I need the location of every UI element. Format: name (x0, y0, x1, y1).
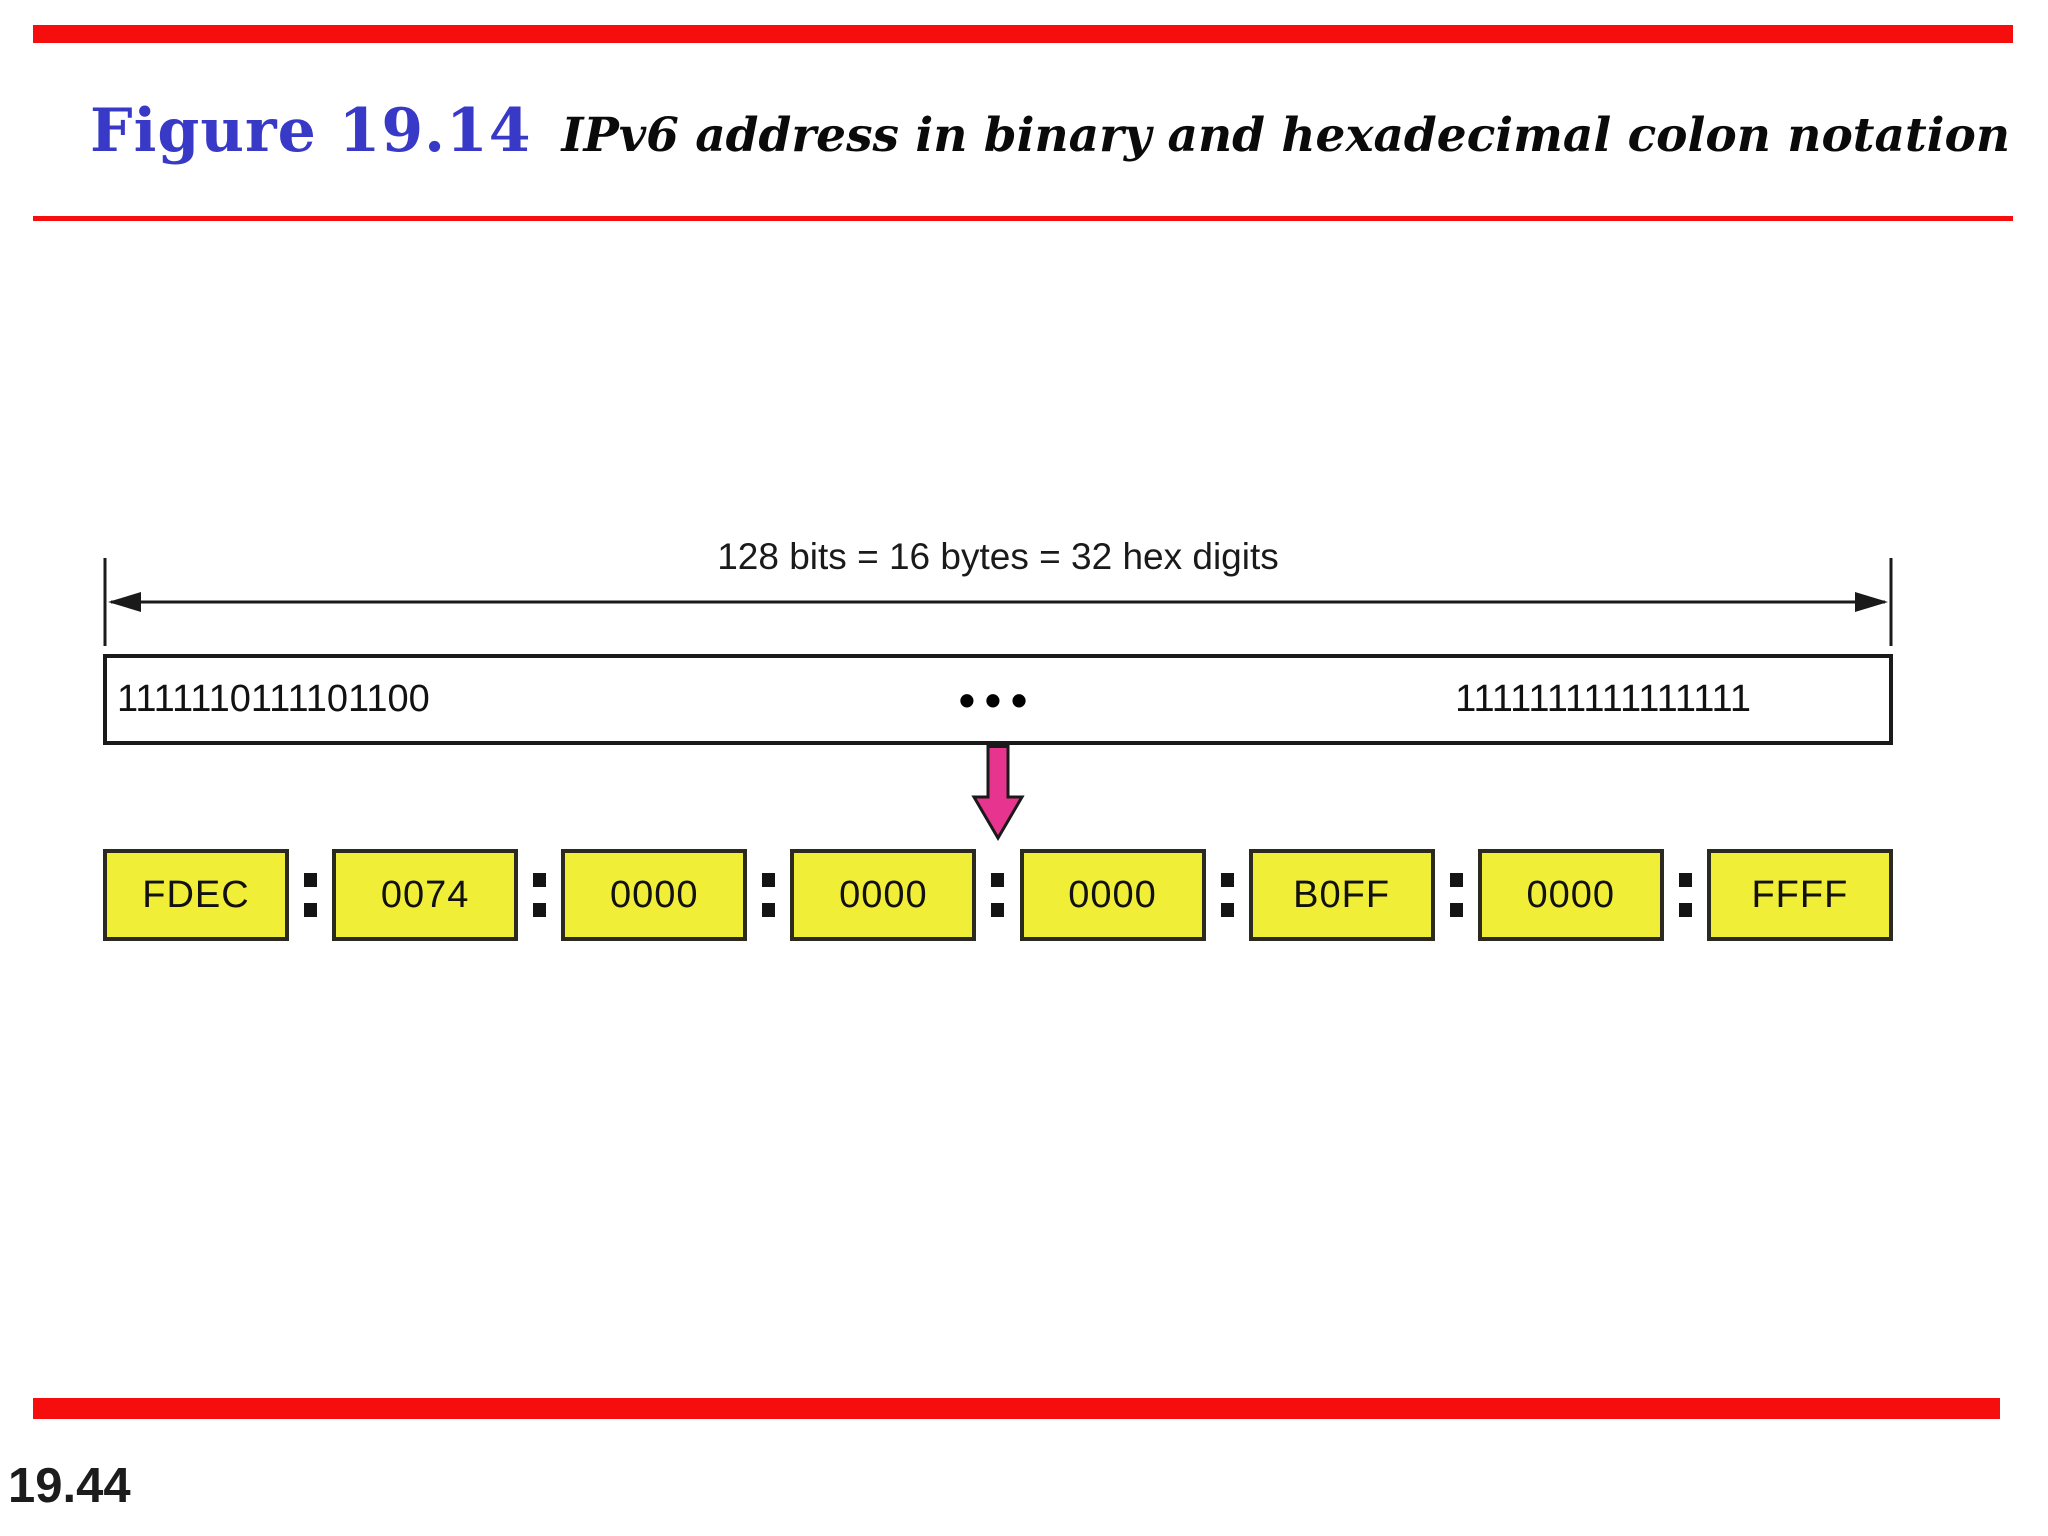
hex-group-box: FFFF (1706, 849, 1893, 941)
hex-group-box: 0000 (1019, 849, 1206, 941)
dimension-arrow (103, 558, 1893, 646)
figure-number: Figure 19.14 (90, 96, 532, 166)
figure-caption: Figure 19.14 IPv6 address in binary and … (90, 96, 2010, 166)
hex-group-box: B0FF (1248, 849, 1435, 941)
binary-address-box: 1111110111101100 ••• 1111111111111111 (103, 654, 1893, 745)
hex-group-box: 0000 (561, 849, 748, 941)
binary-left-bits: 1111110111101100 (117, 678, 430, 720)
colon-separator (533, 873, 547, 917)
page-number: 19.44 (8, 1459, 131, 1513)
colon-separator (1449, 873, 1463, 917)
colon-separator (304, 873, 318, 917)
hex-group-box: FDEC (103, 849, 289, 941)
colon-separator (991, 873, 1005, 917)
ellipsis-dots: ••• (958, 673, 1038, 726)
top-red-bar (33, 25, 2013, 43)
hex-group-box: 0000 (1477, 849, 1664, 941)
hex-group-box: 0000 (790, 849, 977, 941)
hex-groups-row: FDEC 0074 0000 0000 0000 B0FF 0000 FFFF (103, 849, 1893, 941)
colon-separator (762, 873, 776, 917)
dimension-label: 128 bits = 16 bytes = 32 hex digits (717, 536, 1279, 577)
title-underline-rule (33, 216, 2013, 221)
pink-down-arrow-icon (971, 745, 1025, 841)
hex-group-box: 0074 (332, 849, 519, 941)
colon-separator (1678, 873, 1692, 917)
binary-right-bits: 1111111111111111 (1455, 678, 1751, 720)
colon-separator (1220, 873, 1234, 917)
figure-title: IPv6 address in binary and hexadecimal c… (561, 108, 2011, 163)
bottom-red-bar (33, 1398, 2000, 1419)
